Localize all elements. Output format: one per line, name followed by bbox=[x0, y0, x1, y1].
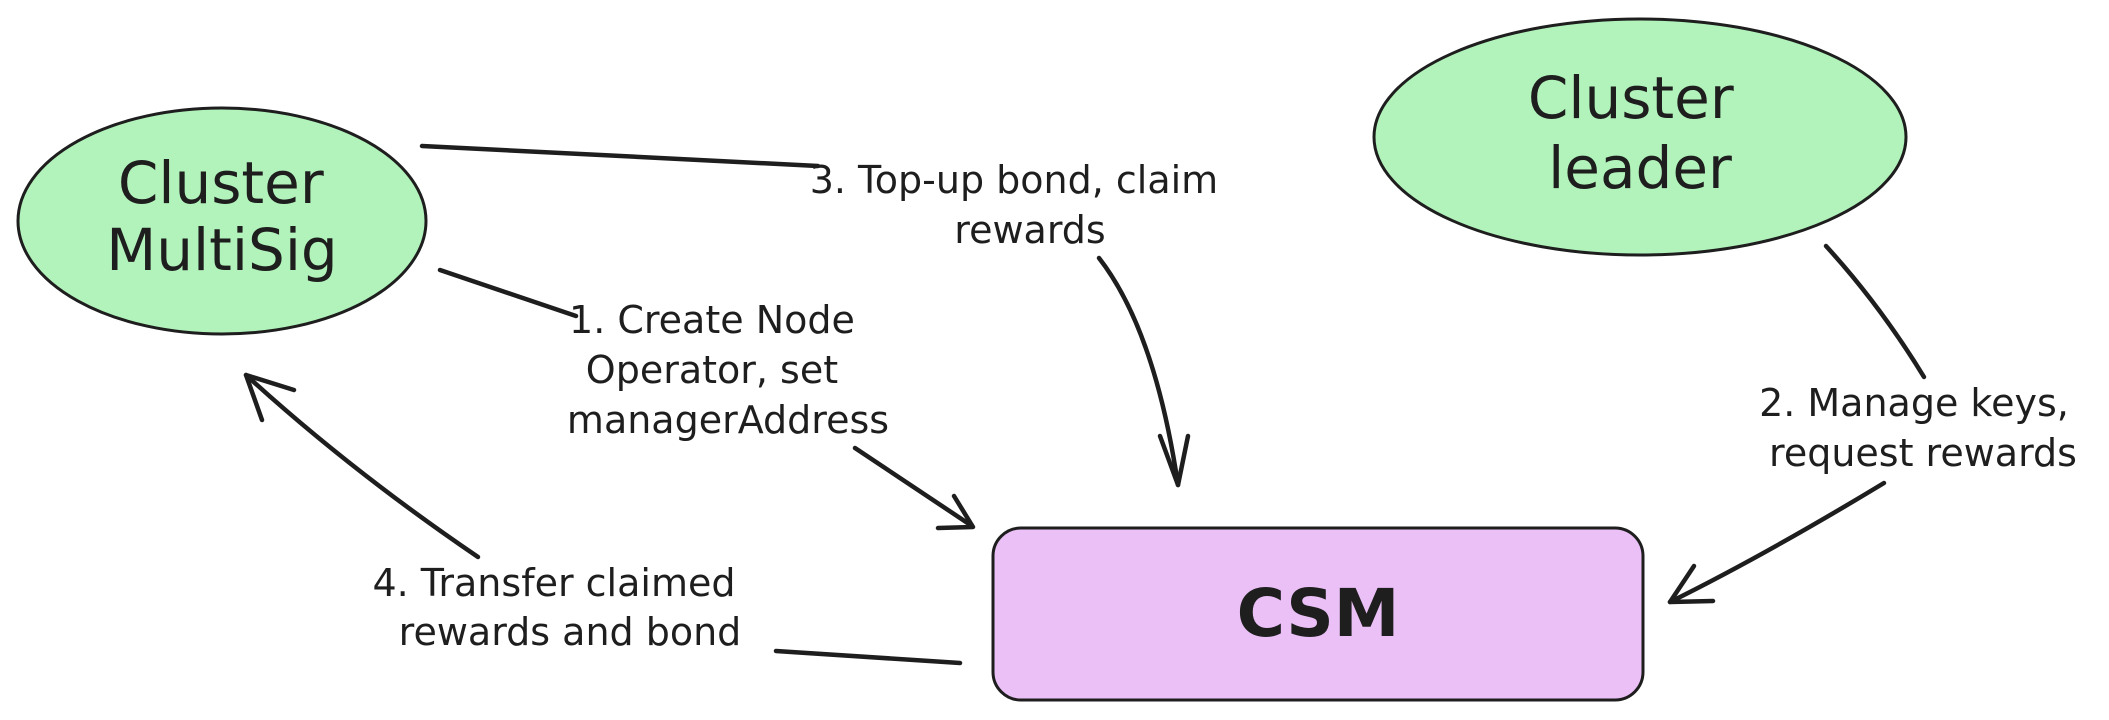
node-csm-shape bbox=[991, 526, 1645, 702]
edge-topup-label: 3. Top-up bond, claim rewards bbox=[810, 158, 1231, 252]
node-cluster-leader-label: Cluster leader bbox=[1528, 64, 1752, 202]
edge-manage-keys: 2. Manage keys, request rewards bbox=[1667, 243, 2081, 605]
node-cluster-leader-shape bbox=[1372, 17, 1908, 257]
edge-create-label-line: 1. Create Node bbox=[569, 298, 855, 342]
arrowhead-icon bbox=[935, 493, 976, 531]
node-cluster-multisig-label-line: Cluster bbox=[118, 149, 324, 217]
node-cluster-multisig[interactable]: Cluster MultiSig bbox=[16, 106, 428, 336]
edge-manage-label: 2. Manage keys, request rewards bbox=[1759, 381, 2081, 475]
edge-transfer-rewards: 4. Transfer claimed rewards and bond bbox=[243, 372, 963, 666]
node-cluster-multisig-label-line: MultiSig bbox=[106, 216, 338, 284]
edge-manage-label-line: 2. Manage keys, bbox=[1759, 381, 2069, 425]
edge-top-up-bond: 3. Top-up bond, claim rewards bbox=[419, 143, 1231, 488]
arrowhead-icon bbox=[243, 372, 297, 423]
edge-transfer-label: 4. Transfer claimed rewards and bond bbox=[372, 561, 747, 654]
edge-create-label: 1. Create Node Operator, set managerAddr… bbox=[567, 298, 889, 442]
node-cluster-multisig-shape bbox=[16, 106, 428, 336]
arrowhead-icon bbox=[1667, 563, 1716, 605]
node-cluster-multisig-label: Cluster MultiSig bbox=[106, 149, 342, 284]
edge-create-label-line: Operator, set bbox=[586, 348, 838, 392]
edge-create-line bbox=[437, 267, 579, 319]
node-cluster-leader-label-line: Cluster bbox=[1528, 64, 1734, 132]
edge-transfer-label-line: 4. Transfer claimed bbox=[372, 561, 735, 605]
edge-transfer-line bbox=[243, 372, 481, 560]
edge-topup-line bbox=[1096, 255, 1181, 488]
edge-transfer-line bbox=[773, 648, 963, 666]
edge-topup-label-line: rewards bbox=[954, 208, 1105, 252]
edge-topup-label-line: 3. Top-up bond, claim bbox=[810, 158, 1219, 202]
edge-manage-line bbox=[1667, 480, 1887, 605]
node-cluster-leader[interactable]: Cluster leader bbox=[1372, 17, 1908, 257]
node-csm-label: CSM bbox=[1237, 575, 1400, 652]
edge-transfer-label-line: rewards and bond bbox=[399, 610, 742, 654]
edge-create-line bbox=[852, 445, 975, 529]
edge-create-label-line: managerAddress bbox=[567, 398, 889, 442]
edge-manage-label-line: request rewards bbox=[1769, 431, 2077, 475]
arrowhead-icon bbox=[1157, 433, 1191, 488]
node-csm[interactable]: CSM bbox=[991, 526, 1645, 702]
edge-topup-line bbox=[419, 143, 821, 169]
node-cluster-leader-label-line: leader bbox=[1548, 134, 1732, 202]
edge-create-node-operator: 1. Create Node Operator, set managerAddr… bbox=[437, 267, 976, 531]
edge-manage-line bbox=[1823, 243, 1927, 380]
